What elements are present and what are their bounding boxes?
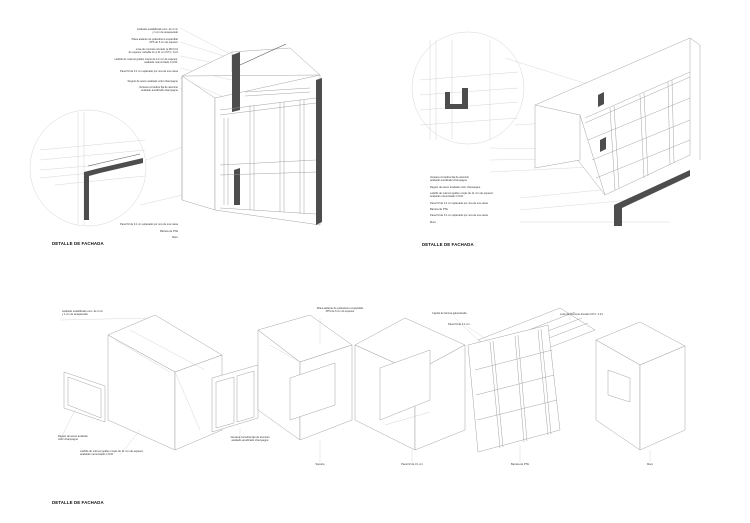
- note-placa-aislante: Placa aislante de poliestireno expandido…: [131, 38, 178, 45]
- label-muro: Muro: [647, 463, 653, 466]
- bottom-exploded-axonometric: [63, 307, 686, 453]
- top-left-detail-circle: [29, 109, 147, 227]
- label-panel-bottom: Panel M de 3.1 cm: [401, 463, 423, 466]
- note-barreta-r: Barreta de PTE: [430, 208, 448, 211]
- note-barreta: Barreta de PTE: [160, 230, 178, 233]
- title-top-left: DETALLE DE FACHADA: [52, 241, 104, 246]
- note-ladrillo-marmol-r: Ladrillo de mármol goldex crepis de 11 m…: [430, 192, 494, 199]
- title-top-right: DETALLE DE FACHADA: [422, 242, 474, 247]
- note-muro: Muro: [172, 236, 178, 239]
- label-placa: Placa aislante de poliestireno expandido…: [316, 307, 364, 314]
- label-soporte: Soporte: [315, 463, 325, 466]
- note-panel-m-r: Panel M de 3.1 cm aplanado por una de su…: [430, 202, 488, 205]
- top-right-detail-circle: [411, 31, 525, 145]
- note-panel-m-r2: Panel M de 3.1 cm aplanado por una de su…: [430, 214, 488, 217]
- note-regulo-acero-r: Regulo de acero acabado color champagne: [430, 186, 481, 189]
- note-ladrillo-marmol: Ladrillo de mármol goldex crepis de 11 m…: [114, 58, 178, 65]
- bottom-leader-lines: [59, 312, 651, 462]
- note-panel-m: Panel M de 3.1 cm aplanado por una de su…: [120, 70, 178, 73]
- top-left-isometric-facade: [181, 43, 322, 226]
- note-regulo-acero: Regulo de acero acabado color champagne: [127, 80, 178, 83]
- label-barreta: Barreta de PTE: [511, 463, 529, 466]
- label-losa: Losa de concreto armado 0.P.C. 0.21: [560, 313, 603, 316]
- title-bottom: DETALLE DE FACHADA: [52, 500, 104, 505]
- note-muro-r: Muro: [430, 221, 436, 224]
- label-panel-top: Panel M de 3.1 cm: [448, 323, 470, 326]
- note-panel-m-bottom: Panel M de 3.1 cm aplanado por una de su…: [120, 223, 178, 226]
- label-capitel: Capitel de lámina galvanizada: [432, 312, 467, 315]
- top-right-isometric-facade: [534, 37, 701, 226]
- label-ladrillo: Ladrillo de mármol goldex crepis de 11 m…: [80, 450, 144, 457]
